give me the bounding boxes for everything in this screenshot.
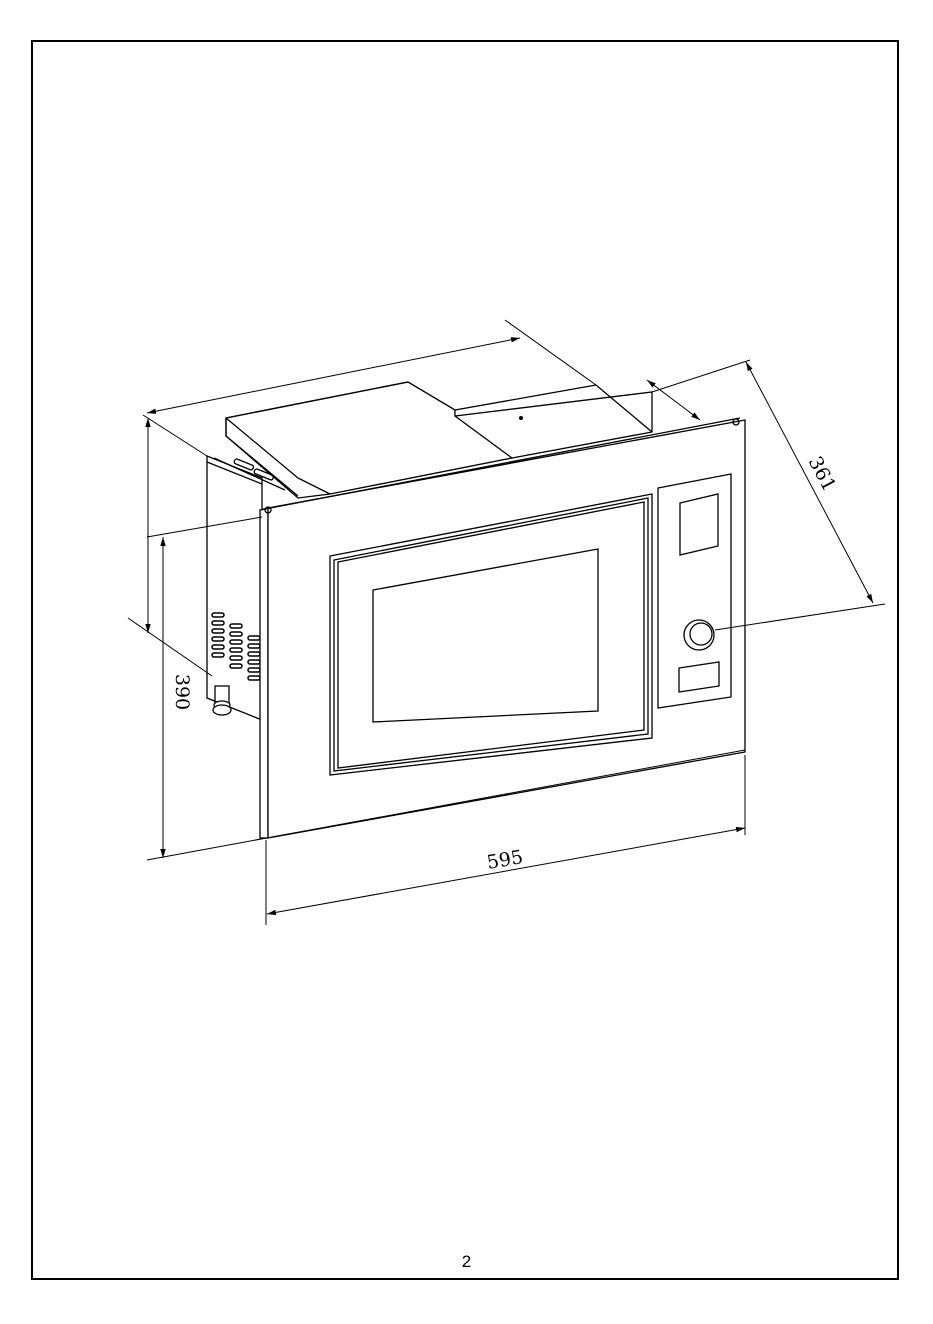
width-dimension-line [267,828,745,914]
front-frame-edge [260,508,268,838]
side-height-extension-bottom [128,618,212,676]
appliance-body [207,382,745,838]
width-label: 595 [485,846,525,874]
depth-extension-back [505,320,596,385]
frame-thickness-dimension [647,380,700,420]
page-number: 2 [0,1252,933,1272]
depth-label: 361 [804,453,840,495]
top-marker-dot [519,416,523,420]
height-label: 390 [171,674,193,710]
frame-thickness-extension [652,360,750,392]
depth-extension-front [143,415,207,456]
depth-361-dimension-line [746,362,873,603]
